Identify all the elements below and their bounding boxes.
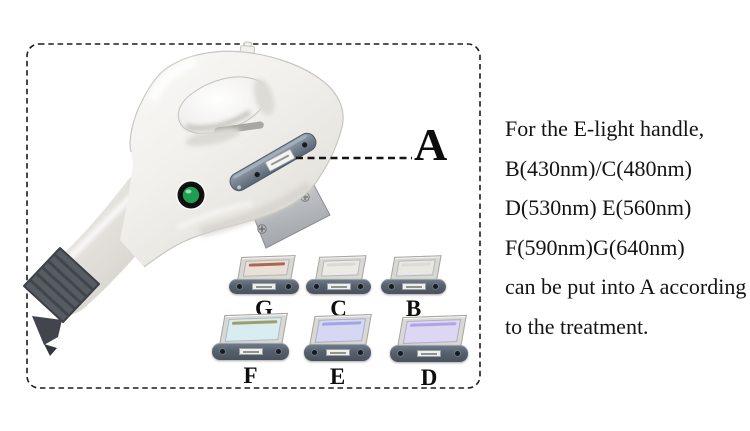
description-line: B(430nm)/C(480nm) — [505, 155, 692, 181]
filter-screw — [276, 349, 281, 354]
photo-frame-border — [26, 43, 481, 389]
power-button — [176, 180, 206, 210]
filter-strip — [321, 321, 362, 326]
filter-plate — [314, 255, 367, 282]
bar-screw — [254, 171, 260, 178]
filter-screw — [358, 350, 363, 355]
filter-strip — [248, 262, 286, 267]
filter-plate — [308, 314, 372, 348]
filter-screw — [433, 284, 438, 289]
description-text: For the E-light handle, B(430nm)/C(480nm… — [505, 109, 749, 346]
filter-glass — [395, 259, 436, 277]
filter-strip — [409, 322, 457, 327]
slot-label-sticker — [265, 149, 295, 172]
filter-base — [229, 279, 299, 294]
filter-base — [381, 279, 446, 294]
filter-label-sticker — [401, 283, 426, 290]
filter-unit-f: F — [212, 312, 289, 390]
filter-plate — [236, 255, 296, 282]
filter-label-sticker — [417, 350, 441, 357]
filter-label-sticker — [238, 348, 263, 355]
filter-unit-c: C — [306, 255, 371, 322]
filter-glass — [224, 317, 283, 342]
filter-plate — [218, 312, 288, 348]
cable-grip — [23, 247, 100, 356]
bar-endcap — [237, 185, 242, 190]
filter-screw — [358, 284, 363, 289]
filter-base — [212, 343, 289, 360]
filter-base — [390, 345, 468, 362]
button-highlight — [185, 189, 192, 194]
filter-letter: F — [243, 363, 258, 388]
filter-strip — [231, 320, 278, 325]
filter-glass — [314, 318, 367, 343]
label-a: A — [414, 119, 448, 170]
filter-screw — [312, 350, 317, 355]
body-highlight — [177, 201, 253, 230]
description-line: D(530nm) E(560nm) — [505, 195, 692, 220]
body-shadow — [185, 128, 241, 146]
description-line: F(590nm)G(640nm) — [505, 234, 685, 260]
handle-body — [120, 51, 344, 267]
bracket-screw — [257, 224, 267, 234]
filter-base — [304, 344, 371, 361]
filter-glass — [320, 259, 361, 277]
filter-unit-e: E — [304, 314, 372, 391]
filter-label-sticker — [325, 349, 350, 356]
filter-label-sticker — [252, 283, 276, 290]
filter-letter: B — [405, 296, 422, 321]
filter-unit-g: G — [229, 255, 299, 322]
filter-screw — [455, 351, 460, 356]
filter-strip — [326, 262, 357, 267]
filter-plate — [389, 255, 442, 282]
filter-plate — [396, 314, 467, 350]
body-shadow — [253, 78, 275, 116]
filter-strip — [401, 262, 432, 267]
filter-screw — [314, 284, 319, 289]
filter-screw — [237, 284, 242, 289]
filter-screw — [220, 349, 225, 354]
description-line: can be put into A according — [505, 274, 747, 299]
power-button-light — [182, 186, 200, 204]
filter-glass — [242, 259, 290, 277]
filter-screw — [398, 351, 403, 356]
bar-screw — [302, 142, 308, 148]
description-line: For the E-light handle, — [505, 116, 705, 141]
body-highlight — [147, 56, 198, 103]
filter-base — [306, 279, 371, 294]
filter-unit-d: D — [390, 314, 468, 392]
filter-label-sticker — [326, 283, 351, 290]
body-shadow — [198, 181, 314, 237]
filter-slot-bar — [229, 132, 317, 192]
filter-unit-b: B — [381, 255, 446, 322]
description-line: to the treatment. — [505, 313, 649, 339]
filter-letter: E — [329, 364, 346, 389]
filter-screw — [286, 284, 291, 289]
filter-letter: D — [420, 365, 438, 390]
filter-screw — [389, 284, 394, 289]
filter-glass — [402, 319, 462, 344]
